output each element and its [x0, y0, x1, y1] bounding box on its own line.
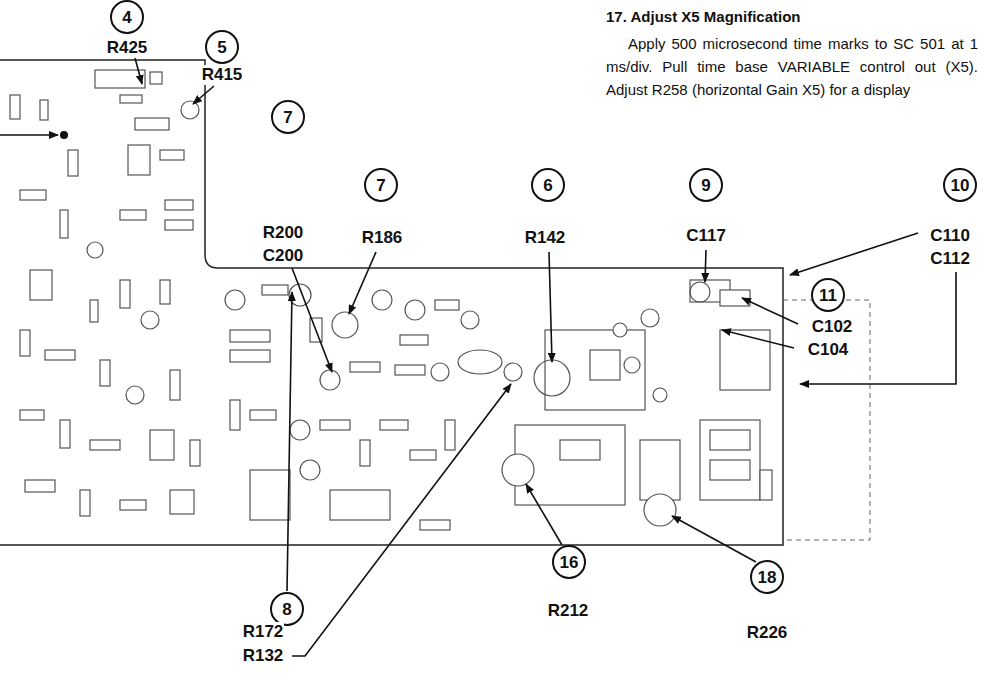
- callout-number: 7: [283, 109, 292, 126]
- target-dot: [60, 131, 68, 139]
- callout-circle: 9: [689, 168, 723, 202]
- part-label: R226: [746, 623, 789, 643]
- callout-circle: 11: [811, 278, 845, 312]
- callout-circle: 5: [205, 30, 239, 64]
- step-instructions: Apply 500 microsecond time marks to SC 5…: [606, 32, 978, 101]
- callout-circle: 8: [270, 592, 304, 626]
- part-label: C102: [811, 317, 854, 337]
- callout-circle: 7: [271, 100, 305, 134]
- part-label: C104: [807, 340, 850, 360]
- part-label: R172: [242, 622, 285, 642]
- part-label: C112: [929, 249, 971, 269]
- callout-number: 16: [560, 554, 579, 571]
- leader-lines: [0, 58, 956, 656]
- board-extension: [783, 300, 870, 540]
- callout-circle: 18: [750, 560, 784, 594]
- callout-circle: 4: [110, 0, 144, 34]
- callout-circle: 7: [364, 168, 398, 202]
- part-label: R425: [106, 38, 149, 58]
- callout-number: 10: [951, 177, 970, 194]
- part-label: R132: [242, 646, 285, 666]
- step-heading: 17. Adjust X5 Magnification: [606, 8, 800, 25]
- part-label: C200: [262, 246, 305, 266]
- part-label: R212: [547, 601, 590, 621]
- components: [10, 70, 772, 530]
- part-label: R186: [361, 228, 404, 248]
- callout-number: 18: [758, 569, 777, 586]
- part-label: R415: [201, 65, 244, 85]
- part-label: R200: [262, 223, 305, 243]
- callout-number: 5: [217, 39, 226, 56]
- part-label: R142: [524, 228, 567, 248]
- callout-number: 6: [543, 177, 552, 194]
- callout-number: 7: [376, 177, 385, 194]
- callout-number: 9: [701, 177, 710, 194]
- board-outline: [0, 60, 783, 545]
- callout-circle: 16: [552, 545, 586, 579]
- callout-number: 8: [282, 601, 291, 618]
- part-label: C110: [929, 226, 971, 246]
- part-label: C117: [685, 226, 727, 246]
- callout-circle: 10: [943, 168, 977, 202]
- callout-number: 11: [819, 287, 837, 304]
- callout-circle: 6: [531, 168, 565, 202]
- callout-number: 4: [122, 9, 131, 26]
